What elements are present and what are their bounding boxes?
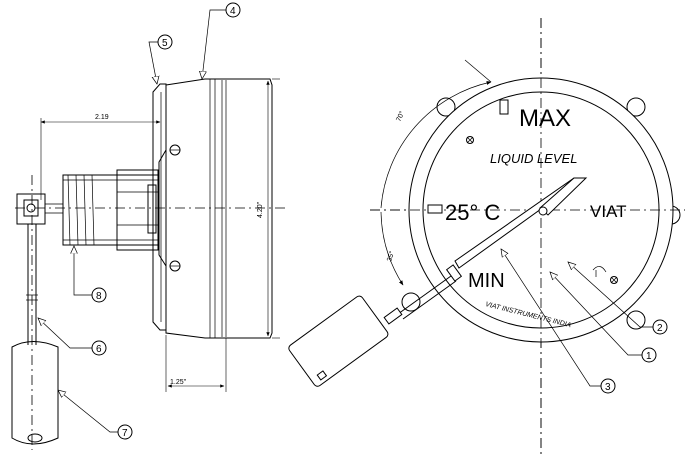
pivot-bracket (16, 193, 46, 225)
temperature-label: 25° C (445, 200, 500, 225)
pointer-head (539, 177, 588, 216)
callout-6-number: 6 (96, 344, 102, 355)
lug-bottom-left (401, 292, 421, 312)
side-callouts: 4 5 8 6 7 (38, 2, 241, 440)
float-arm-lower (402, 280, 457, 320)
thread-line-1 (67, 174, 71, 246)
max-label: MAX (519, 105, 571, 132)
lug-bottom-right (626, 310, 646, 330)
hex-nut (116, 169, 159, 251)
front-view: 70° 35° MAX LIQUID LEVEL 25° C MIN VIAT … (288, 18, 685, 455)
callout-2-number: 2 (657, 323, 663, 334)
leader-4 (202, 9, 226, 79)
callout-7-number: 7 (122, 428, 128, 439)
liquid-level-caption: LIQUID LEVEL (490, 151, 577, 166)
callout-3 (600, 378, 616, 394)
angle-upper-label: 70° (395, 110, 407, 123)
brand-logo: VIAT (590, 202, 627, 221)
lug-top-left (436, 97, 456, 117)
callout-8-number: 8 (96, 291, 102, 302)
pivot-block (23, 199, 39, 217)
max-stop-pin (499, 99, 509, 115)
thread-line-4 (91, 174, 95, 246)
callout-8 (91, 287, 107, 303)
leader-2 (568, 262, 653, 328)
angle-ext-line (464, 59, 492, 83)
arm-bushing (445, 264, 463, 282)
leader-1 (550, 272, 642, 356)
callout-7 (117, 424, 133, 440)
front-float-body (288, 295, 389, 387)
float-arm-upper (397, 275, 452, 315)
gauge-case (165, 78, 273, 339)
front-callouts: 2 1 3 (501, 249, 668, 394)
leader-7 (58, 390, 118, 433)
leader-3 (501, 249, 601, 387)
min-label: MIN (468, 270, 505, 292)
thread-line-3 (83, 174, 87, 246)
mounting-flange (152, 83, 167, 331)
front-float-plug (316, 370, 328, 381)
dim-4-20-label: 4.20" (257, 201, 264, 218)
callout-5 (157, 34, 173, 50)
dial-screw-bottom (610, 276, 618, 284)
side-view (11, 78, 285, 450)
pointer-hub (538, 206, 548, 216)
dial-screw-top (466, 136, 474, 144)
lug-top-right (626, 97, 646, 117)
callout-3-number: 3 (605, 382, 611, 393)
float-cylinder (11, 341, 59, 445)
arm-coupling (383, 307, 403, 325)
front-float (288, 295, 389, 387)
thread-line-2 (75, 174, 79, 246)
callout-4-number: 4 (230, 6, 236, 17)
hex-nut-face (147, 184, 157, 234)
callout-1 (641, 347, 657, 363)
callout-5-number: 5 (162, 38, 168, 49)
callout-4 (225, 2, 241, 18)
angle-arc-upper (380, 81, 492, 209)
leader-8 (74, 246, 92, 296)
dim-2-19-label: 2.19 (95, 114, 109, 121)
dim-1-25-label: 1.25" (170, 379, 187, 386)
angle-arc-lower (380, 211, 404, 286)
callout-1-number: 1 (646, 351, 652, 362)
callout-2 (652, 319, 668, 335)
angle-lower-label: 35° (385, 250, 396, 263)
pivot-pin (26, 203, 36, 213)
float-drain (27, 433, 43, 443)
callout-6 (91, 340, 107, 356)
leader-5 (148, 41, 158, 84)
side-dimensions: 2.19 4.20" 1.25" (40, 78, 280, 392)
temperature-mark (427, 204, 443, 214)
leader-6 (38, 318, 92, 349)
zero-adjust-arc (592, 266, 607, 273)
